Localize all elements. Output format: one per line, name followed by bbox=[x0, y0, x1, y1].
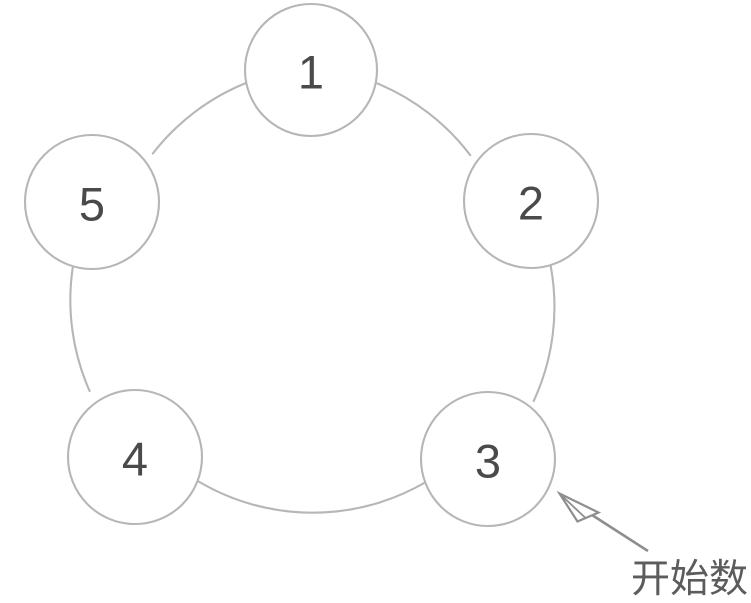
node-2-label: 2 bbox=[518, 177, 544, 230]
node-2[interactable]: 2 bbox=[462, 132, 600, 270]
start-counting-annotation-label: 开始数 bbox=[631, 557, 748, 602]
node-3[interactable]: 3 bbox=[419, 390, 557, 528]
pointer-shaft bbox=[591, 513, 649, 553]
node-1-label: 1 bbox=[298, 46, 324, 99]
node-4-circle[interactable] bbox=[66, 388, 204, 526]
node-3-label: 3 bbox=[475, 435, 501, 488]
node-5-circle[interactable] bbox=[23, 133, 161, 271]
edge-node2-to-node3 bbox=[532, 264, 556, 403]
edge-node3-to-node4 bbox=[197, 480, 427, 514]
edge-group bbox=[69, 81, 556, 514]
pointer-arrowhead-crease bbox=[558, 492, 586, 519]
edge-node1-to-node2 bbox=[375, 82, 472, 157]
node-2-circle[interactable] bbox=[462, 132, 600, 270]
node-1[interactable]: 1 bbox=[243, 2, 379, 138]
edge-node4-to-node5 bbox=[69, 265, 91, 393]
node-group: 1 2 3 4 5 bbox=[23, 2, 600, 528]
node-4-label: 4 bbox=[122, 433, 148, 486]
node-5-label: 5 bbox=[79, 178, 105, 231]
node-5[interactable]: 5 bbox=[23, 133, 161, 271]
node-4[interactable]: 4 bbox=[66, 388, 204, 526]
edge-node5-to-node1 bbox=[151, 81, 248, 155]
node-1-circle[interactable] bbox=[243, 2, 379, 138]
start-pointer-arrow bbox=[556, 490, 649, 553]
pointer-arrowhead-icon bbox=[556, 490, 602, 523]
node-3-circle[interactable] bbox=[419, 390, 557, 528]
